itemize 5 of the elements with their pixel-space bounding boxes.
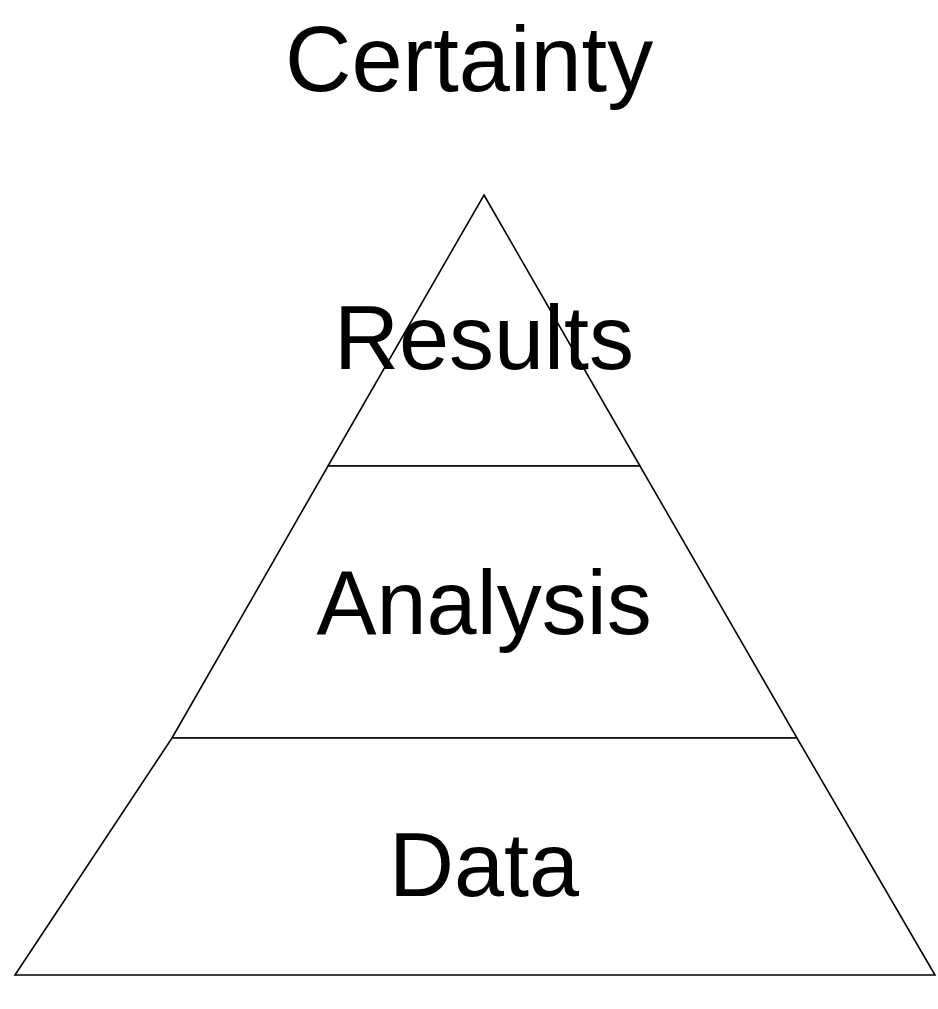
tier-label: Data xyxy=(389,815,580,915)
tier-label: Analysis xyxy=(316,553,652,653)
pyramid-tier xyxy=(14,738,936,975)
pyramid-tier xyxy=(171,466,798,738)
diagram-title: Certainty xyxy=(285,7,654,112)
